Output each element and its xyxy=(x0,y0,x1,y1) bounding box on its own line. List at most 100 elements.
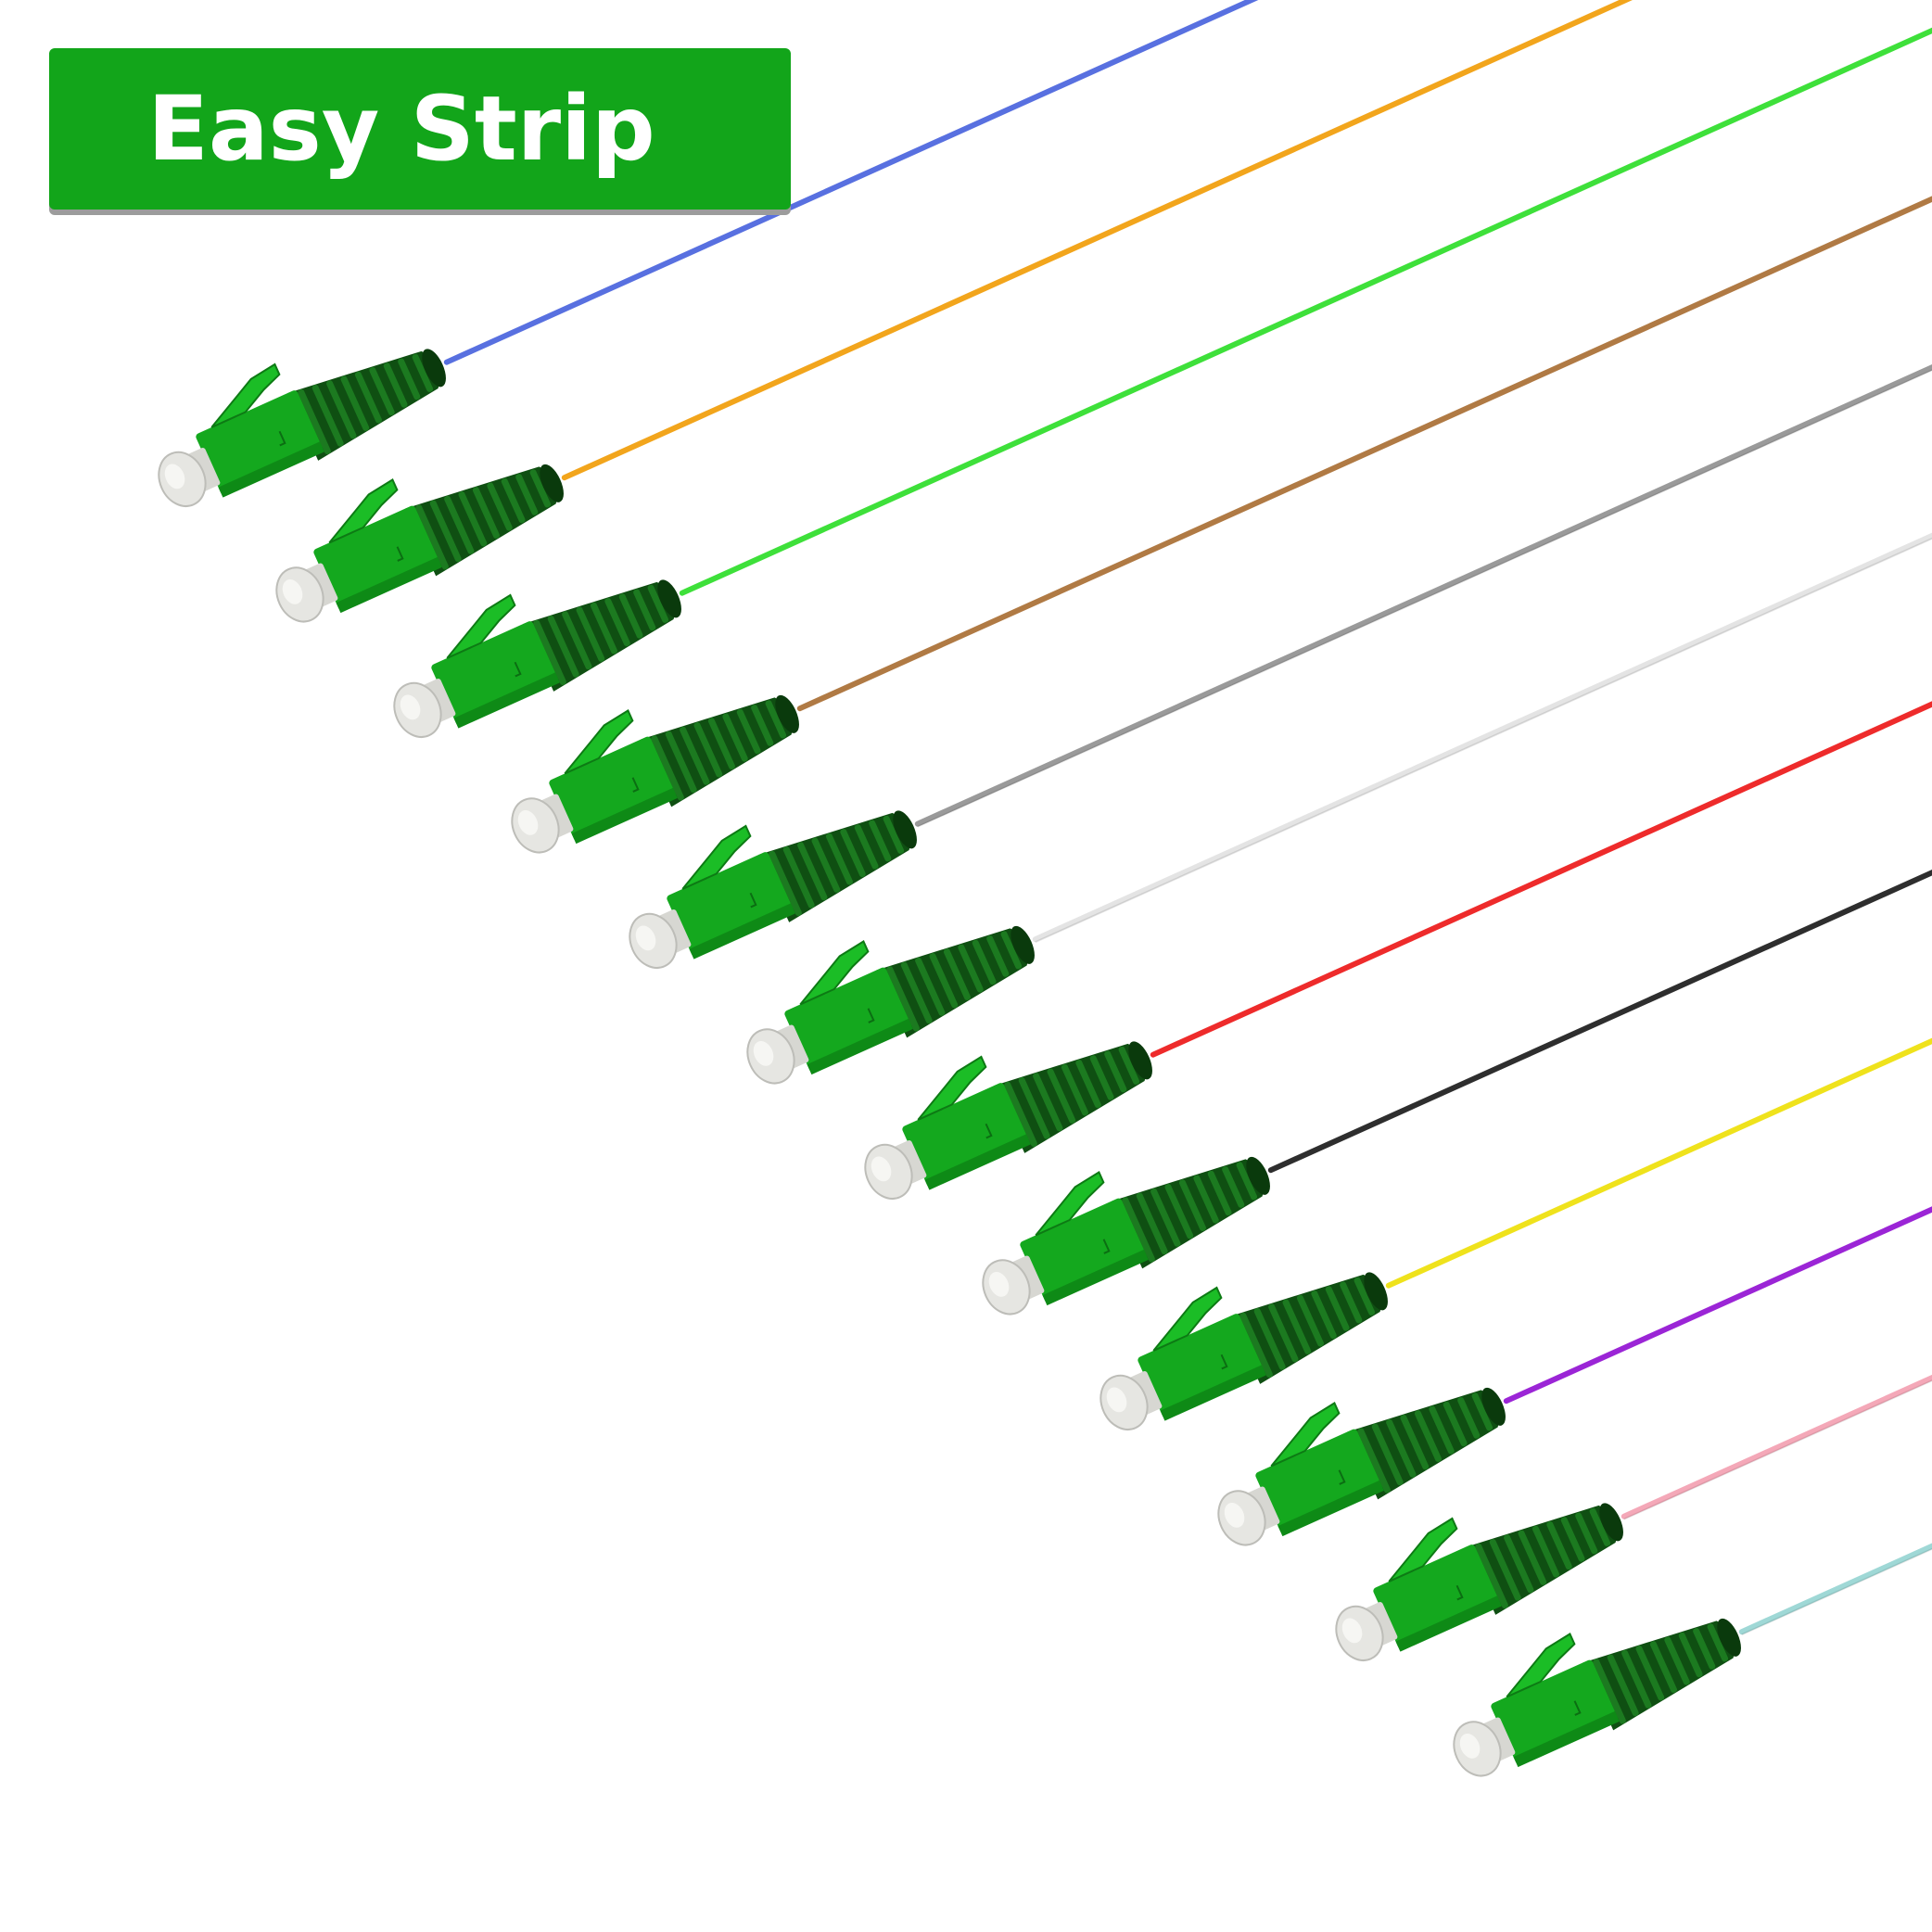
connector-body-shade xyxy=(571,787,678,845)
latch xyxy=(1035,1171,1105,1237)
boot-rib xyxy=(1193,1175,1219,1224)
fiber-yellow xyxy=(1385,1037,1932,1289)
fiber-red xyxy=(1150,701,1932,1058)
connector-body xyxy=(196,390,323,495)
connector-body xyxy=(313,505,440,610)
lc-connector-grey xyxy=(629,810,917,969)
boot-rib xyxy=(1311,1290,1337,1340)
body-marking xyxy=(396,546,404,562)
connector-body xyxy=(1255,1429,1382,1533)
boot-rib xyxy=(1000,931,1023,970)
boot-rib xyxy=(1414,1410,1442,1462)
connector-body xyxy=(1373,1544,1500,1649)
boot xyxy=(405,466,558,577)
boot-rib xyxy=(1340,1281,1363,1324)
boot-rib xyxy=(986,935,1010,977)
boot-rib xyxy=(929,953,959,1009)
body-marking xyxy=(1455,1584,1464,1601)
connector-body-shade xyxy=(1277,1480,1384,1537)
boot-rib xyxy=(576,606,605,662)
latch xyxy=(799,940,870,1006)
boot-rib xyxy=(972,939,997,985)
boot-rib xyxy=(1386,1418,1417,1478)
lc-connector-white xyxy=(746,925,1035,1085)
boot-rib xyxy=(769,850,802,917)
boot-rib xyxy=(782,846,815,909)
ferrule-highlight xyxy=(400,694,421,720)
latch xyxy=(917,1055,987,1121)
body-marking xyxy=(631,777,640,793)
boot-rib xyxy=(354,371,382,424)
boot-rib xyxy=(1150,1188,1181,1247)
fiber-blue xyxy=(443,0,1259,365)
latch xyxy=(1270,1402,1341,1468)
fiber-shadow-rose xyxy=(1623,1379,1932,1520)
boot-rib xyxy=(665,731,697,794)
latch xyxy=(681,824,752,890)
boot-rib xyxy=(369,367,395,416)
fiber-grey xyxy=(914,364,1932,827)
boot-rib xyxy=(1475,1543,1508,1609)
boot xyxy=(1582,1621,1735,1731)
boot-rib xyxy=(1635,1646,1665,1701)
boot-rib xyxy=(1296,1294,1324,1347)
boot-rib xyxy=(825,833,853,885)
fiber-green xyxy=(679,27,1932,596)
boot xyxy=(1229,1274,1382,1384)
ferrule-highlight xyxy=(988,1271,1010,1297)
lc-connector-brown xyxy=(511,694,799,854)
boot-rib xyxy=(1593,1659,1626,1724)
boot-rib xyxy=(1047,1068,1076,1124)
boot xyxy=(1112,1159,1265,1269)
boot-rib xyxy=(1104,1050,1127,1093)
boot-rib xyxy=(1575,1512,1598,1555)
latch xyxy=(1152,1286,1223,1352)
latch xyxy=(446,593,516,659)
boot-rib xyxy=(1236,1162,1258,1201)
boot-rib xyxy=(1136,1192,1168,1255)
boot-rib xyxy=(1649,1641,1677,1693)
ferrule-highlight xyxy=(635,925,656,951)
boot-rib xyxy=(487,482,513,531)
boot-rib xyxy=(1560,1517,1585,1562)
boot-rib xyxy=(1589,1507,1611,1546)
connector-body-shade xyxy=(924,1134,1031,1190)
boot-rib xyxy=(1089,1055,1114,1100)
connector-body xyxy=(784,967,911,1072)
boot-rib xyxy=(840,829,866,878)
boot-tip xyxy=(1599,1503,1623,1542)
boot-rib xyxy=(1061,1063,1088,1116)
boot xyxy=(523,581,676,692)
connector-body-shade xyxy=(807,1018,913,1075)
boot-rib xyxy=(680,726,710,785)
boot-rib xyxy=(751,705,774,746)
ferrule-highlight xyxy=(753,1040,774,1066)
boot-rib xyxy=(1222,1166,1245,1208)
boot-rib xyxy=(1489,1539,1521,1601)
boot-rib xyxy=(458,491,488,547)
ferrule-highlight xyxy=(1224,1502,1245,1528)
boot-rib xyxy=(1546,1521,1572,1570)
boot-rib xyxy=(590,602,617,655)
connector-body xyxy=(1138,1314,1265,1418)
connector-body-shade xyxy=(689,903,795,960)
boot-rib xyxy=(604,598,630,647)
boot-rib xyxy=(943,948,971,1000)
boot-rib xyxy=(797,842,828,901)
boot-tip xyxy=(540,464,564,502)
boot-tip xyxy=(1246,1156,1270,1195)
boot-rib xyxy=(326,380,357,439)
boot-rib xyxy=(1253,1308,1286,1370)
boot-rib xyxy=(1164,1184,1194,1239)
boot-tip xyxy=(1481,1387,1506,1426)
boot-rib xyxy=(958,944,984,993)
boot-rib xyxy=(1504,1534,1534,1594)
boot-rib xyxy=(811,837,841,893)
ferrule-highlight xyxy=(1459,1733,1481,1759)
boot-rib xyxy=(1354,1277,1376,1316)
boot-tip xyxy=(775,694,799,733)
lc-connector-black xyxy=(982,1156,1270,1316)
connector-body-shade xyxy=(1513,1710,1620,1768)
latch xyxy=(1388,1517,1458,1582)
